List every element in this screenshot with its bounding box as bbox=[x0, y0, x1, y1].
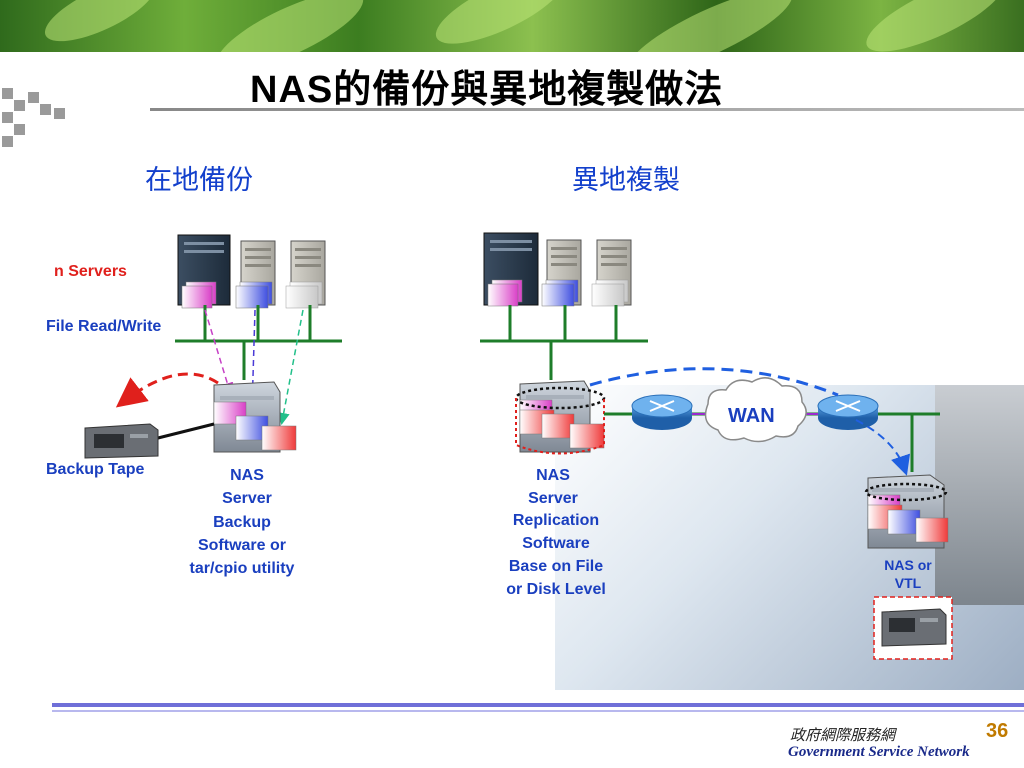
file-rw-label: File Read/Write bbox=[46, 318, 162, 335]
wan-cloud-icon bbox=[704, 377, 807, 443]
nas-server-mid-icon bbox=[514, 380, 606, 455]
footer-rule-thin bbox=[52, 710, 1024, 712]
left-network-bus bbox=[175, 305, 342, 380]
footer-org-en: Government Service Network bbox=[788, 744, 970, 760]
nas-server-left-label: NAS Server bbox=[200, 464, 294, 510]
footer-rule bbox=[52, 703, 1024, 707]
backup-arrow bbox=[115, 372, 219, 408]
mid-servers bbox=[483, 232, 632, 307]
label-line: Software bbox=[522, 535, 590, 552]
network-diagram bbox=[84, 232, 953, 660]
title-rule bbox=[150, 108, 1024, 111]
replication-arc bbox=[589, 367, 839, 397]
nas-vtl-icon bbox=[864, 474, 949, 549]
server-icon bbox=[285, 240, 326, 309]
server-icon bbox=[177, 234, 231, 309]
backup-tape-icon bbox=[84, 423, 159, 459]
page-title: NAS的備份與異地複製做法 bbox=[250, 58, 723, 113]
backup-tape-label: Backup Tape bbox=[46, 461, 145, 478]
label-line: NAS bbox=[536, 467, 570, 484]
flow-arrow bbox=[277, 309, 304, 425]
servers-label: n Servers bbox=[54, 263, 127, 280]
label-line: Server bbox=[528, 490, 578, 507]
flow-arrow bbox=[204, 309, 234, 395]
left-servers bbox=[177, 234, 326, 309]
nas-vtl-label: NAS or VTL bbox=[872, 556, 944, 592]
label-line: Software or bbox=[197, 537, 286, 554]
label-line: tar/cpio utility bbox=[189, 560, 295, 577]
label-line: Backup bbox=[213, 514, 271, 531]
section-remote-title: 異地複製 bbox=[572, 165, 680, 196]
background-photo-people bbox=[935, 385, 1024, 605]
label-line: VTL bbox=[894, 575, 922, 591]
label-line: Server bbox=[222, 490, 272, 507]
server-icon bbox=[591, 239, 632, 307]
label-line: Base on File bbox=[508, 558, 604, 575]
nas-server-mid-label: NAS Server bbox=[506, 464, 600, 510]
footer-org-cn: 政府網際服務網 bbox=[790, 726, 896, 744]
replication-arrow bbox=[855, 419, 911, 476]
title-rest: 的備份與異地複製做法 bbox=[333, 66, 724, 111]
nas-server-left-icon bbox=[213, 381, 297, 453]
title-prefix: NAS bbox=[250, 69, 334, 111]
tape-library-icon bbox=[881, 608, 947, 647]
label-line: or Disk Level bbox=[506, 581, 606, 598]
section-local-title: 在地備份 bbox=[145, 165, 253, 196]
label-line: Replication bbox=[512, 512, 600, 529]
server-icon bbox=[483, 232, 539, 307]
server-icon bbox=[541, 239, 582, 307]
tape-link bbox=[157, 422, 215, 440]
backup-software-label: Backup Software or tar/cpio utility bbox=[162, 511, 322, 580]
mid-network-bus bbox=[480, 305, 648, 380]
router-icon bbox=[817, 394, 879, 430]
router-icon bbox=[631, 394, 693, 430]
wan-label: WAN bbox=[728, 405, 775, 427]
server-icon bbox=[235, 240, 276, 309]
page-number: 36 bbox=[986, 720, 1009, 742]
header-banner bbox=[0, 0, 1024, 52]
label-line: NAS bbox=[230, 467, 264, 484]
label-line: NAS or bbox=[884, 557, 932, 573]
replication-software-label: Replication Software Base on File or Dis… bbox=[480, 509, 632, 601]
